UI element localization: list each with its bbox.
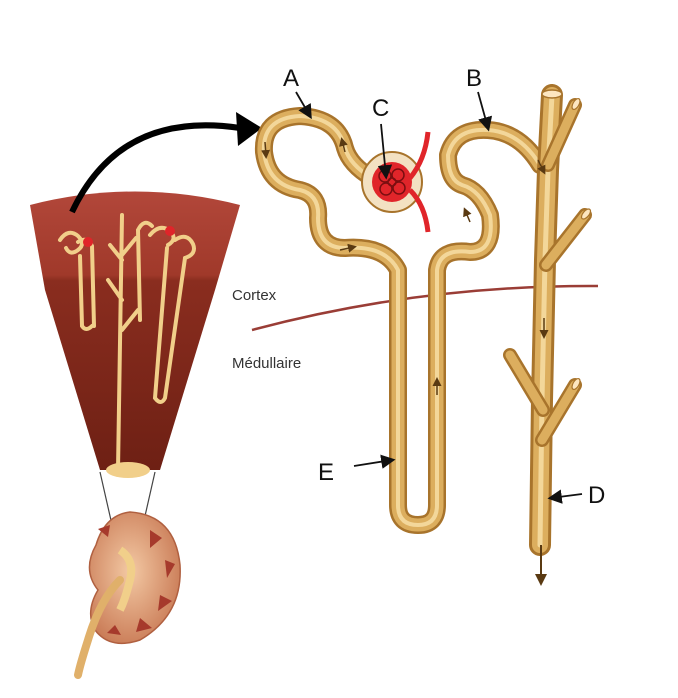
mini-glomerulus-right: [165, 226, 175, 236]
efferent-arteriole: [408, 188, 431, 233]
afferent-arteriole: [408, 131, 431, 180]
label-e: E: [318, 459, 334, 486]
pointer-b: [477, 91, 493, 132]
label-cortex: Cortex: [232, 287, 277, 304]
label-a: A: [283, 65, 299, 92]
pointer-d: [547, 489, 583, 504]
label-b: B: [466, 65, 482, 92]
pointer-a: [295, 91, 312, 120]
glomerulus: [361, 131, 431, 233]
kidney: [74, 511, 181, 679]
zoom-arrow: [69, 122, 241, 214]
zoom-arrow-head: [236, 112, 262, 146]
nephron: [254, 84, 592, 556]
ureter: [74, 576, 124, 679]
label-d: D: [588, 482, 605, 509]
pointer-c: [377, 123, 393, 180]
label-c: C: [372, 95, 389, 122]
pointer-e: [353, 454, 396, 469]
mini-glomerulus-left: [83, 237, 93, 247]
label-medulla: Médullaire: [232, 355, 301, 372]
renal-pyramid: [30, 191, 240, 478]
